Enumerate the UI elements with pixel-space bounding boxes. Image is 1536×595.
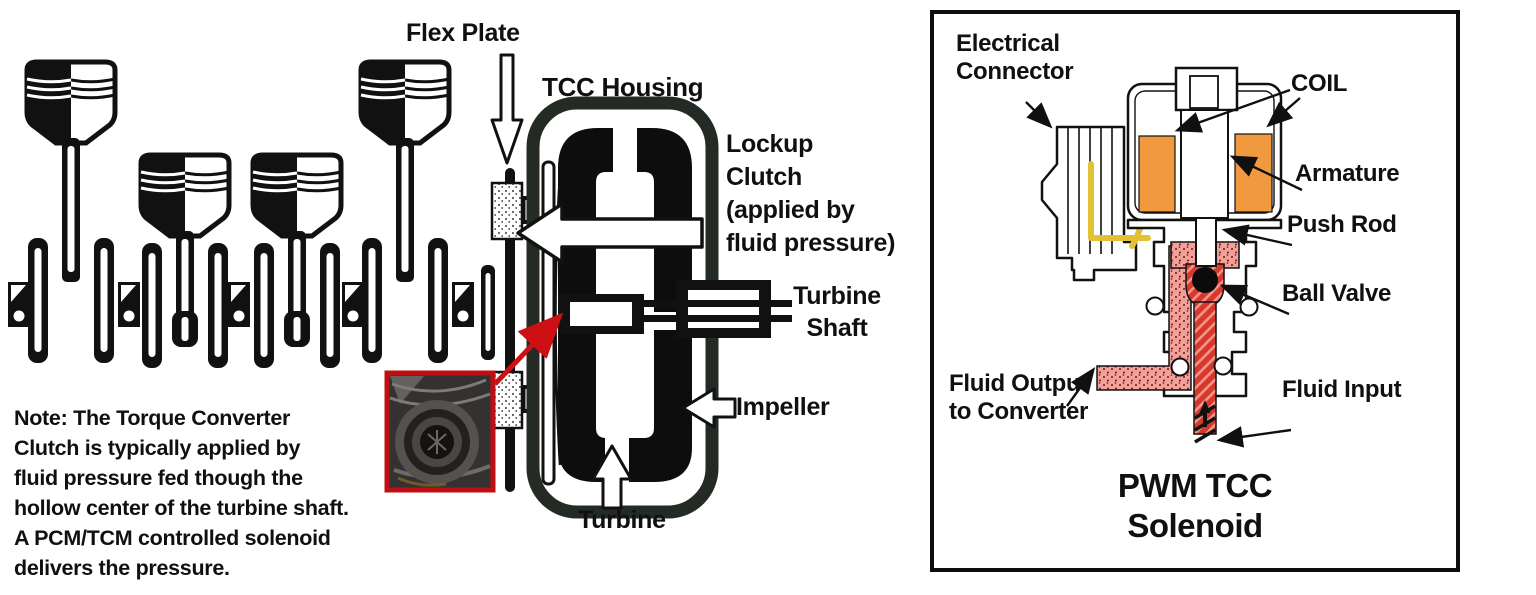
note-text: Note: The Torque Converter Clutch is typ… [14,406,349,580]
solenoid-art [1025,66,1303,448]
turbine-arrow-icon [591,444,633,510]
label-arrow-icons [1025,88,1303,448]
panel-title: PWM TCC Solenoid [1117,467,1273,544]
fluid-input-label: Fluid Input [1282,376,1402,403]
push-rod-label: Push Rod [1287,211,1397,238]
push-rod-art [1195,217,1217,267]
pwm-tcc-solenoid-panel: Electrical Connector COIL Armature Push … [930,10,1460,572]
pistons-crankshaft-art [8,62,495,368]
coil-label: COIL [1291,70,1348,97]
lockup-clutch-label: Lockup Clutch (applied by fluid pressure… [726,130,896,257]
impeller-label: Impeller [736,393,830,421]
coil-housing-art [1126,66,1283,222]
flex-plate-label: Flex Plate [406,19,520,47]
turbine-label: Turbine [578,506,666,534]
ball-valve-label: Ball Valve [1282,280,1392,307]
flex-plate-arrow-icon [490,53,524,165]
lockup-clutch-arrow-icon [516,202,704,264]
turbine-shaft-art [558,280,792,338]
turbine-shaft-photo-inset [384,370,496,493]
armature-label: Armature [1295,160,1400,187]
tcc-housing-label: TCC Housing [542,72,704,102]
flex-plate-art [490,168,532,492]
coil-left-art [1138,135,1176,213]
ball-valve-art [1192,267,1218,293]
electrical-connector-label: Electrical Connector [956,30,1074,86]
fluid-output-label: Fluid Output to Converter [949,370,1089,426]
engine-torque-converter-art [8,53,792,519]
turbine-shaft-label: Turbine Shaft [793,282,881,342]
red-pointer-arrow-icon [493,312,564,386]
impeller-arrow-icon [681,387,737,429]
